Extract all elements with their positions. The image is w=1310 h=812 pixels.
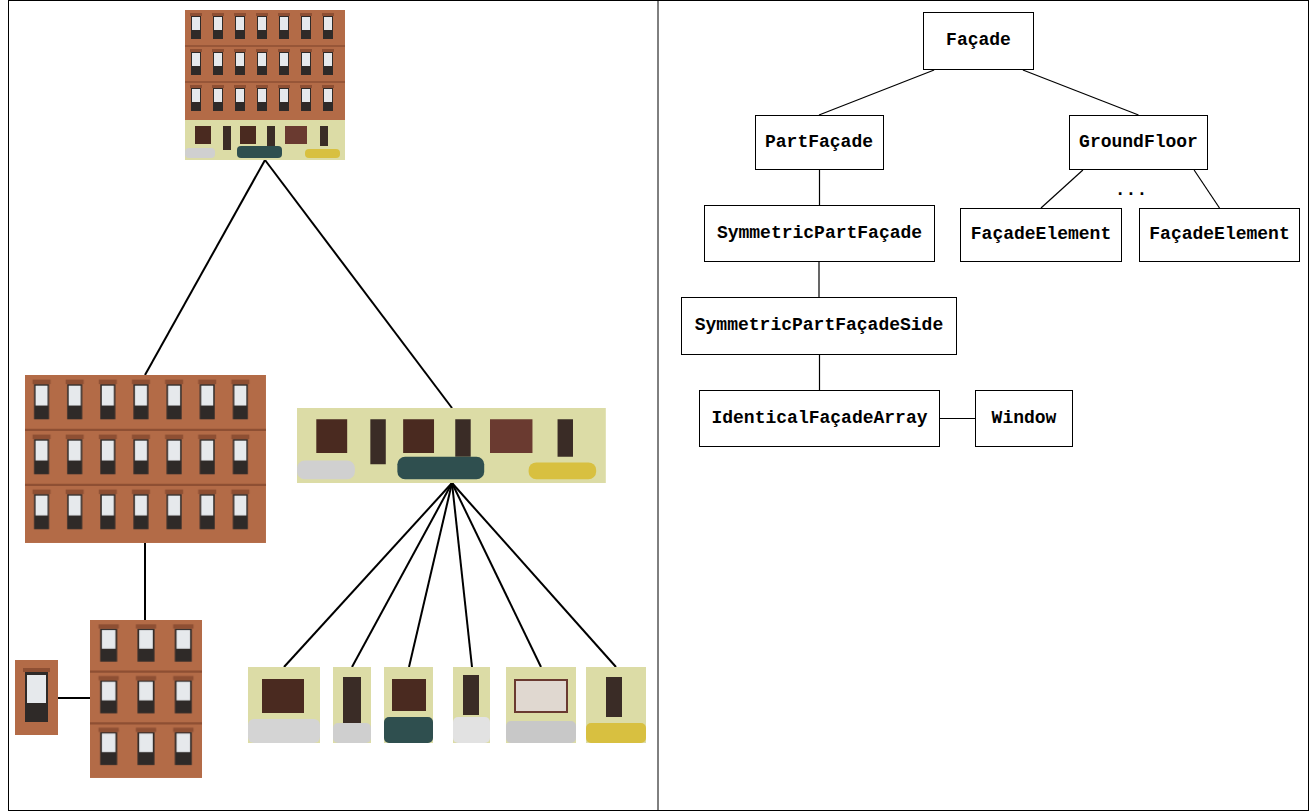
tree-connector xyxy=(819,70,934,115)
class-box: Façade xyxy=(923,12,1034,70)
class-name: PartFaçade xyxy=(765,132,873,154)
class-name: Window xyxy=(992,408,1057,430)
tree-connector xyxy=(1194,170,1219,208)
window-photo xyxy=(15,660,58,735)
tree-connector xyxy=(1041,170,1083,208)
facade-side-photo xyxy=(90,620,202,778)
class-box: SymmetricPartFaçadeSide xyxy=(681,297,957,355)
ground-element-photos xyxy=(248,667,646,743)
class-name: SymmetricPartFaçadeSide xyxy=(695,315,943,337)
class-name: Façade xyxy=(946,30,1011,52)
tree-connector xyxy=(819,355,820,390)
class-name: GroundFloor xyxy=(1079,132,1198,154)
ground-floor-photo xyxy=(297,408,606,483)
class-box: IdenticalFaçadeArray xyxy=(699,390,940,447)
part-facade-photo xyxy=(25,375,266,543)
ellipsis-label: ... xyxy=(1115,180,1147,200)
class-box: PartFaçade xyxy=(755,115,884,170)
class-name: IdenticalFaçadeArray xyxy=(711,408,927,430)
class-box: FaçadeElement xyxy=(960,208,1122,262)
class-name: FaçadeElement xyxy=(971,224,1111,246)
outer-frame xyxy=(9,1,1309,811)
tree-connector xyxy=(1023,70,1139,115)
tree-connector xyxy=(940,418,975,419)
facade-photo xyxy=(185,10,345,160)
tree-connector xyxy=(818,262,819,297)
class-name: FaçadeElement xyxy=(1149,224,1289,246)
class-box: Window xyxy=(975,390,1073,447)
panel-divider xyxy=(658,0,659,811)
tree-connector xyxy=(819,170,820,205)
class-box: FaçadeElement xyxy=(1139,208,1300,262)
class-box: SymmetricPartFaçade xyxy=(704,205,935,262)
class-box: GroundFloor xyxy=(1069,115,1208,170)
class-name: SymmetricPartFaçade xyxy=(717,223,922,245)
